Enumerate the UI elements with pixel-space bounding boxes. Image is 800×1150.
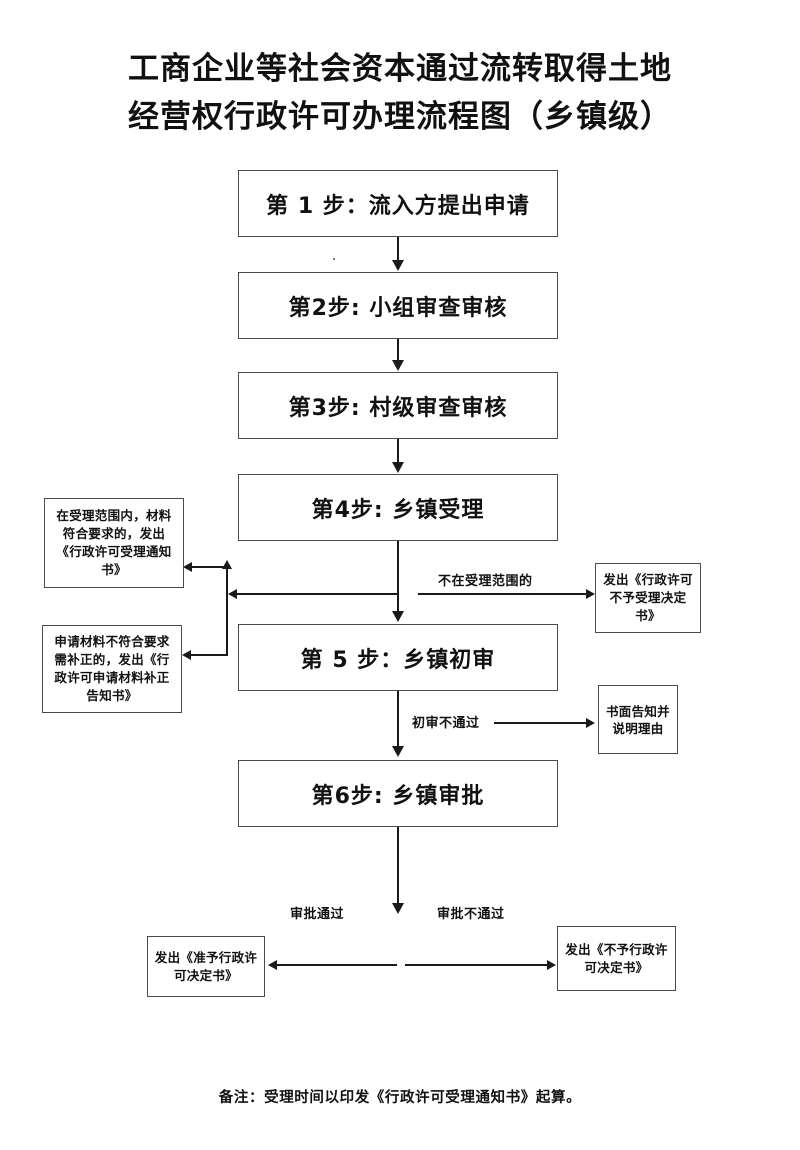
arrowhead-step4-accept-ok-mid	[228, 589, 237, 599]
node-step-5-label: 第 5 步：乡镇初审	[300, 647, 496, 673]
arrowhead-not-accepted	[586, 589, 595, 599]
node-approved-doc[interactable]: 发出《准予行政许可决定书》	[147, 936, 265, 997]
node-rejected-doc[interactable]: 发出《不予行政许可决定书》	[557, 926, 676, 991]
connector-step4-step5	[397, 541, 399, 614]
edge-label-approval-failed: 审批不通过	[437, 907, 505, 922]
node-accept-ok-label: 在受理范围内，材料符合要求的，发出《行政许可受理通知书》	[56, 508, 172, 577]
arrowhead-rejected-doc	[547, 960, 556, 970]
connector-approval-passed	[277, 964, 397, 966]
node-step-4-label: 第4步: 乡镇受理	[311, 497, 485, 523]
node-need-supplement[interactable]: 申请材料不符合要求需补正的，发出《行政许可申请材料补正告知书》	[42, 625, 182, 713]
edge-label-preliminary-failed: 初审不通过	[412, 716, 480, 731]
arrowhead-approved-doc	[268, 960, 277, 970]
node-step-2-label: 第2步: 小组审查审核	[288, 295, 508, 321]
page-title-line-2: 经营权行政许可办理流程图（乡镇级）	[128, 99, 672, 135]
connector-step4-not-accepted	[418, 593, 588, 595]
arrowhead-need-supplement	[182, 650, 191, 660]
node-step-4[interactable]: 第4步: 乡镇受理	[238, 474, 558, 541]
arrowhead-step1-step2	[392, 260, 404, 271]
node-not-accepted-label: 发出《行政许可不予受理决定书》	[603, 572, 693, 623]
node-step-1-label: 第 1 步：流入方提出申请	[266, 193, 530, 219]
node-step-6[interactable]: 第6步: 乡镇审批	[238, 760, 558, 827]
arrowhead-step2-step3	[392, 360, 404, 371]
node-step-5[interactable]: 第 5 步：乡镇初审	[238, 624, 558, 691]
node-step-2[interactable]: 第2步: 小组审查审核	[238, 272, 558, 339]
node-rejected-doc-label: 发出《不予行政许可决定书》	[565, 941, 668, 975]
arrowhead-step5-step6	[392, 746, 404, 757]
connector-step6-stem	[397, 827, 399, 907]
connector-step5-written-notice	[494, 722, 588, 724]
arrowhead-accept-ok-riser	[222, 560, 232, 569]
connector-step1-step2	[397, 237, 399, 262]
edge-label-approval-passed: 审批通过	[290, 907, 345, 922]
node-not-accepted[interactable]: 发出《行政许可不予受理决定书》	[595, 563, 701, 633]
node-written-notice-label: 书面告知并说明理由	[605, 703, 670, 736]
page-title-line-1: 工商企业等社会资本通过流转取得土地	[128, 51, 672, 87]
scan-speck	[333, 258, 335, 260]
arrowhead-step6-stem	[392, 903, 404, 914]
connector-step3-step4	[397, 439, 399, 464]
connector-step2-step3	[397, 339, 399, 362]
connector-step5-step6	[397, 691, 399, 749]
connector-step4-accept-ok-horizontal	[236, 593, 397, 595]
footer-note: 备注：受理时间以印发《行政许可受理通知书》起算。	[218, 1090, 582, 1106]
arrowhead-written-notice	[586, 718, 595, 728]
node-need-supplement-label: 申请材料不符合要求需补正的，发出《行政许可申请材料补正告知书》	[54, 634, 170, 703]
node-accept-ok[interactable]: 在受理范围内，材料符合要求的，发出《行政许可受理通知书》	[44, 498, 184, 588]
edge-label-out-of-scope: 不在受理范围的	[438, 574, 533, 589]
connector-accept-ok-stub	[190, 566, 226, 568]
node-step-1[interactable]: 第 1 步：流入方提出申请	[238, 170, 558, 237]
node-written-notice[interactable]: 书面告知并说明理由	[598, 685, 678, 754]
node-step-3-label: 第3步: 村级审查审核	[288, 395, 508, 421]
connector-step5-need-supplement-vertical	[226, 618, 228, 656]
connector-approval-failed	[405, 964, 549, 966]
node-approved-doc-label: 发出《准予行政许可决定书》	[154, 949, 258, 983]
connector-step5-need-supplement-stub	[190, 654, 227, 656]
node-step-6-label: 第6步: 乡镇审批	[311, 783, 485, 809]
arrowhead-step4-step5	[392, 611, 404, 622]
connector-step4-accept-ok-vertical	[226, 566, 228, 618]
node-step-3[interactable]: 第3步: 村级审查审核	[238, 372, 558, 439]
arrowhead-step3-step4	[392, 462, 404, 473]
arrowhead-accept-ok	[183, 562, 192, 572]
